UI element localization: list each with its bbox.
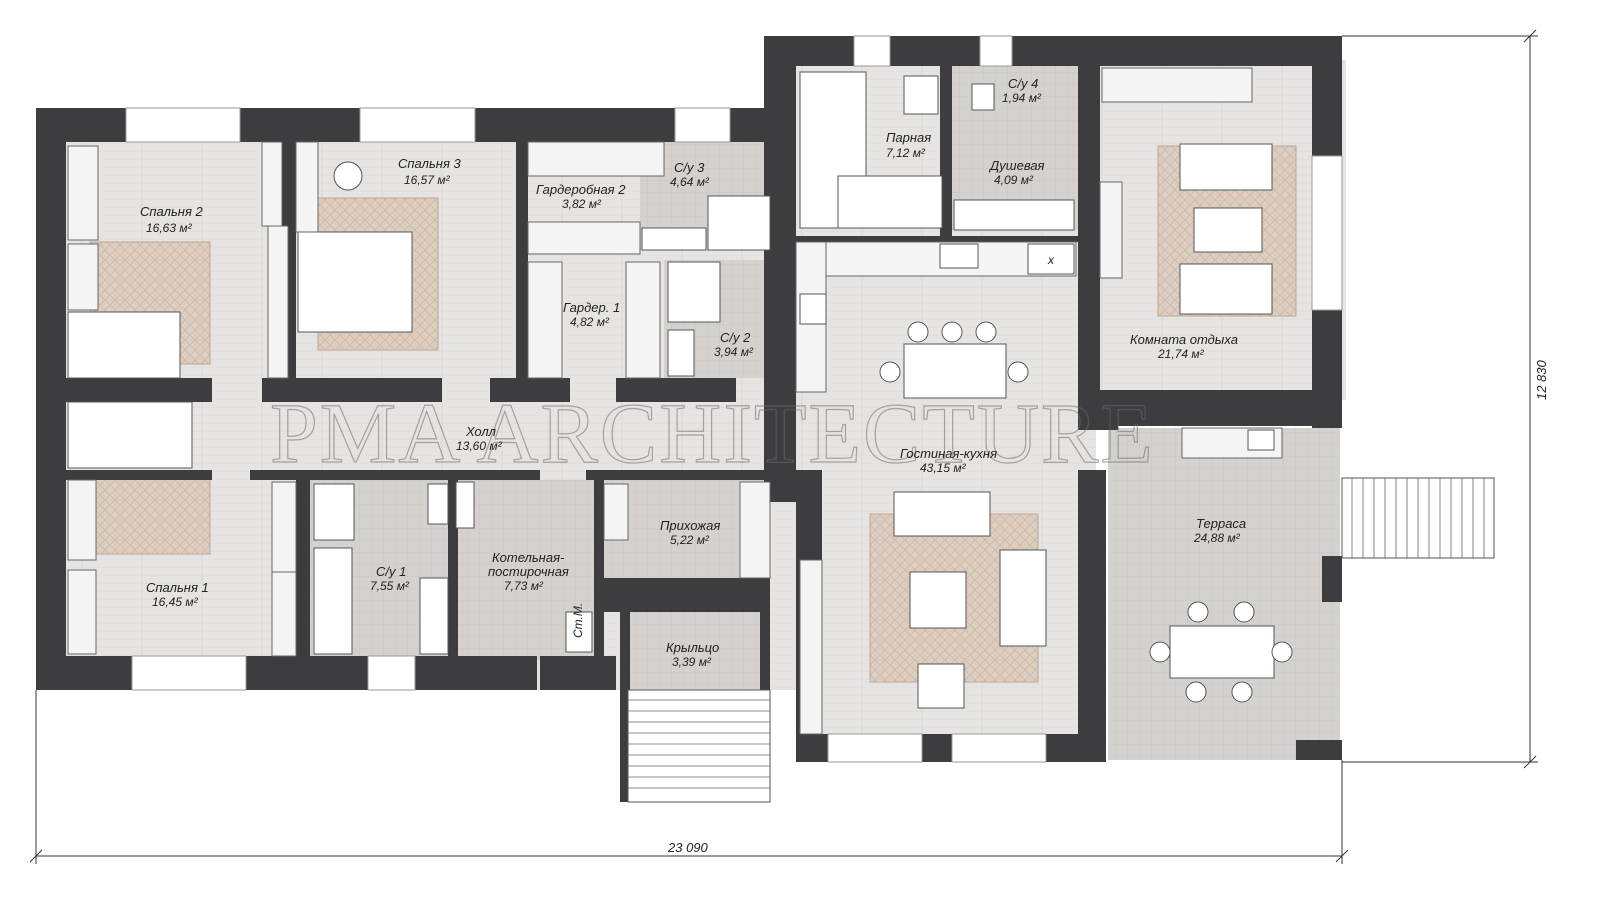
room-name-parnaya: Парная: [886, 130, 931, 145]
boiler-marker: Ст.М.: [571, 603, 585, 638]
room-area-garderobnaya2: 3,82 м²: [562, 197, 602, 211]
stove-marker: x: [1047, 253, 1055, 267]
room-name-su4: С/у 4: [1008, 76, 1038, 91]
room-area-krylco: 3,39 м²: [672, 655, 712, 669]
room-area-su1: 7,55 м²: [370, 579, 410, 593]
room-name-terrasa: Терраса: [1196, 516, 1246, 531]
room-name-su2: С/у 2: [720, 330, 751, 345]
room-area-spalnya1: 16,45 м²: [152, 595, 199, 609]
room-name-krylco: Крыльцо: [666, 640, 719, 655]
room-area-gostinaya: 43,15 м²: [920, 461, 967, 475]
room-area-spalnya2: 16,63 м²: [146, 221, 193, 235]
room-name-su1: С/у 1: [376, 564, 406, 579]
room-name-prihozhaya: Прихожая: [660, 518, 720, 533]
room-name-gostinaya: Гостиная-кухня: [900, 446, 997, 461]
room-name-kotelnaya-1: Котельная-: [492, 550, 565, 565]
room-name-spalnya2: Спальня 2: [140, 204, 204, 219]
room-name-garder1: Гардер. 1: [563, 300, 620, 315]
windows: [125, 35, 1343, 763]
room-area-dushevaya: 4,09 м²: [994, 173, 1034, 187]
walls: [36, 36, 1342, 802]
room-area-prihozhaya: 5,22 м²: [670, 533, 710, 547]
furniture: [67, 67, 1495, 803]
room-name-holl: Холл: [465, 424, 497, 439]
room-area-spalnya3: 16,57 м²: [404, 173, 451, 187]
room-area-garder1: 4,82 м²: [570, 315, 610, 329]
room-area-kotelnaya: 7,73 м²: [504, 579, 544, 593]
room-area-parnaya: 7,12 м²: [886, 146, 926, 160]
room-name-garderobnaya2: Гардеробная 2: [536, 182, 626, 197]
room-name-komnata: Комната отдыха: [1130, 332, 1238, 347]
room-name-su3: С/у 3: [674, 160, 705, 175]
room-name-spalnya1: Спальня 1: [146, 580, 209, 595]
room-area-su3: 4,64 м²: [670, 175, 710, 189]
room-area-holl: 13,60 м²: [456, 439, 503, 453]
dimension-height: 12 830: [1534, 359, 1549, 400]
room-name-dushevaya: Душевая: [988, 158, 1045, 173]
watermark: PMA ARCHITECTURE: [270, 385, 1155, 481]
room-area-terrasa: 24,88 м²: [1193, 531, 1241, 545]
room-area-su2: 3,94 м²: [714, 345, 754, 359]
room-name-kotelnaya-2: постирочная: [488, 564, 569, 579]
room-area-su4: 1,94 м²: [1002, 91, 1042, 105]
room-labels: Спальня 2 16,63 м² Спальня 3 16,57 м² Га…: [140, 76, 1246, 669]
dimension-width: 23 090: [667, 840, 709, 855]
room-area-komnata: 21,74 м²: [1157, 347, 1205, 361]
room-name-spalnya3: Спальня 3: [398, 156, 462, 171]
dimension-lines: [29, 29, 1538, 864]
stair-treads: [628, 478, 1485, 789]
